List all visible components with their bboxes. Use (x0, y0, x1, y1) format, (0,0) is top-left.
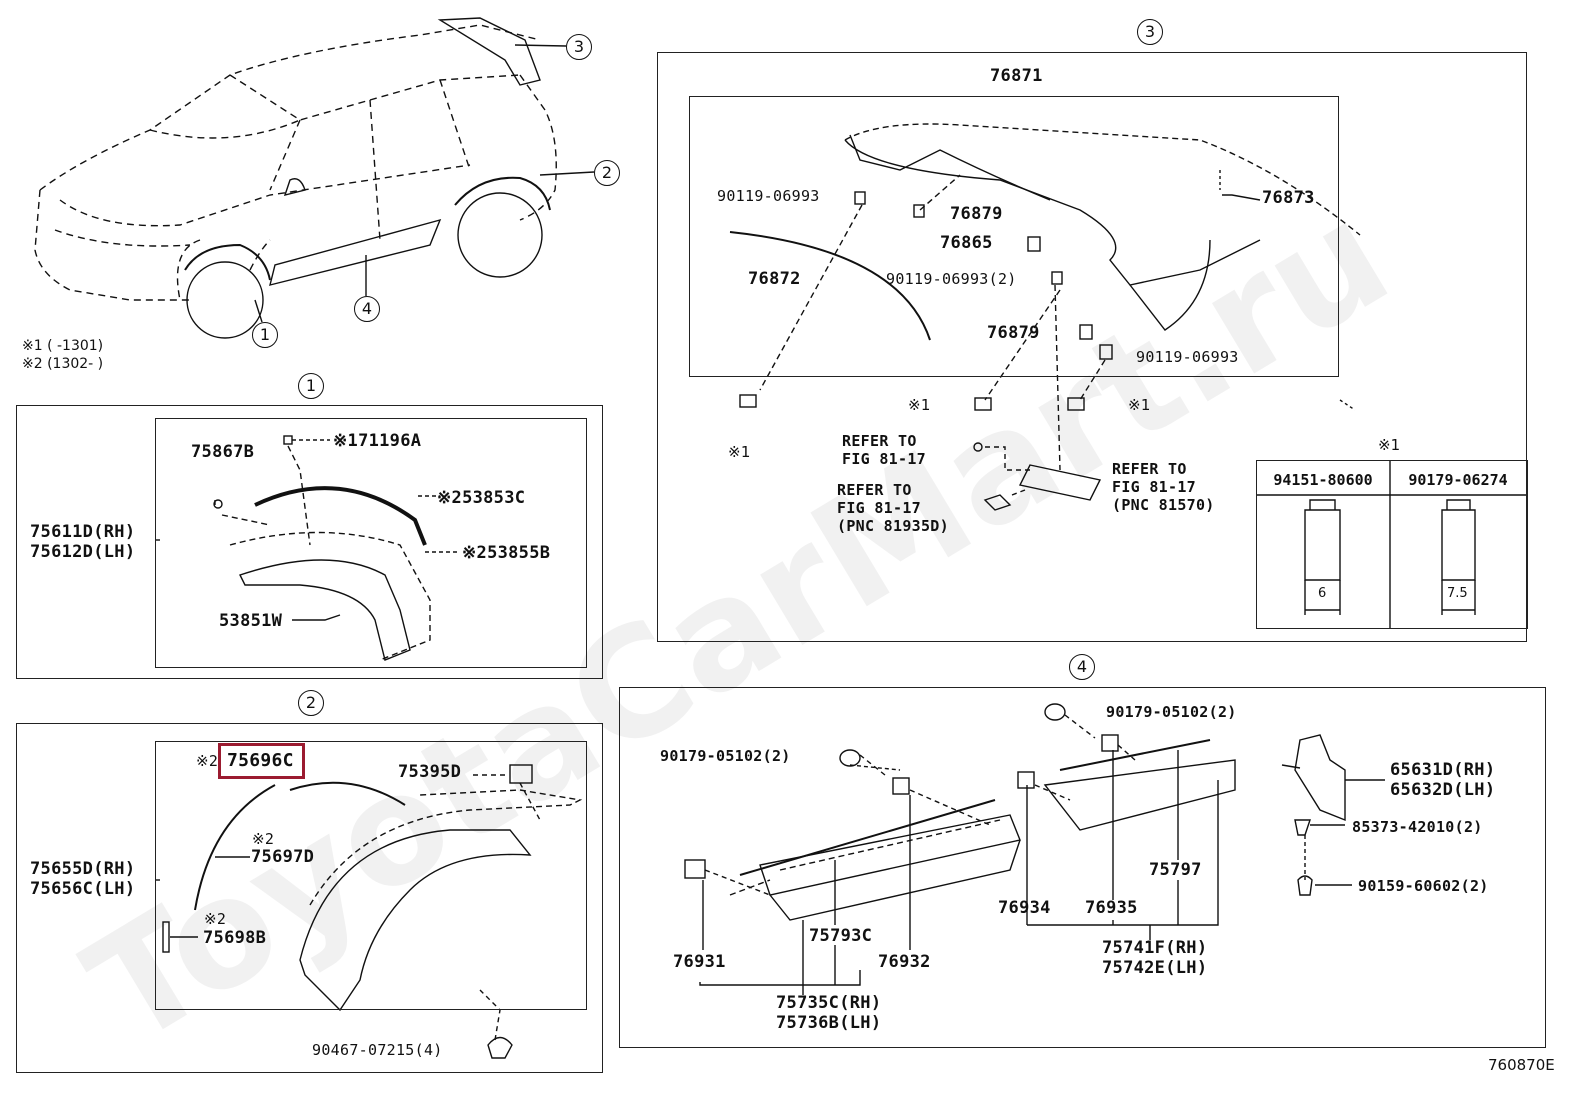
car-leaders (254, 44, 595, 323)
part-76873[interactable]: 76873 (1262, 188, 1315, 208)
refer-2-line2[interactable]: FIG 81-17 (837, 499, 921, 517)
part-53851W[interactable]: 53851W (219, 611, 283, 631)
legend-note-2: ※2 (1302- ) (22, 356, 104, 372)
part-76931[interactable]: 76931 (673, 952, 726, 972)
legend-note-1: ※1 ( -1301) (22, 338, 104, 354)
part-76935[interactable]: 76935 (1085, 898, 1138, 918)
table-title: ※1 (1378, 436, 1401, 454)
part-76879-a[interactable]: 76879 (950, 204, 1003, 224)
part-75611D[interactable]: 75611D(RH) (30, 522, 136, 542)
part-75612D[interactable]: 75612D(LH) (30, 542, 136, 562)
part-75655D[interactable]: 75655D(RH) (30, 859, 136, 879)
callout-3-car[interactable]: 3 (566, 34, 592, 60)
part-76872[interactable]: 76872 (748, 269, 801, 289)
part-75742E[interactable]: 75742E(LH) (1102, 958, 1208, 978)
part-75735C[interactable]: 75735C(RH) (776, 993, 882, 1013)
part-75696C[interactable]: 75696C (227, 750, 294, 771)
section3-table-box (1256, 460, 1528, 629)
part-90119-06993-c[interactable]: 90119-06993 (1136, 348, 1239, 366)
table-col1-code[interactable]: 94151-80600 (1273, 471, 1373, 489)
callout-1-car[interactable]: 1 (252, 322, 278, 348)
part-75698B-mark: ※2 (204, 910, 227, 928)
part-75867B[interactable]: 75867B (191, 442, 255, 462)
section2-inner-box (155, 741, 587, 1010)
table-dim-2: 7.5 (1447, 586, 1468, 601)
refer-2-line1[interactable]: REFER TO (837, 481, 912, 499)
mark-1-c: ※1 (728, 443, 751, 461)
part-76934[interactable]: 76934 (998, 898, 1051, 918)
section1-outer-box (16, 405, 603, 679)
section1-title: 1 (298, 373, 324, 399)
mark-1-b: ※1 (1128, 396, 1151, 414)
part-75656C[interactable]: 75656C(LH) (30, 879, 136, 899)
part-85373-42010[interactable]: 85373-42010(2) (1352, 818, 1483, 836)
part-71196A[interactable]: ※171196A (333, 431, 422, 451)
part-65632D[interactable]: 65632D(LH) (1390, 780, 1496, 800)
part-76865[interactable]: 76865 (940, 233, 993, 253)
callout-2-car[interactable]: 2 (594, 160, 620, 186)
part-90179-05102-a[interactable]: 90179-05102(2) (1106, 703, 1237, 721)
section4-title: 4 (1069, 654, 1095, 680)
section4-outer-box (619, 687, 1546, 1048)
section3-outer-box (657, 52, 1527, 642)
callout-4-car[interactable]: 4 (354, 296, 380, 322)
part-90467-07215[interactable]: 90467-07215(4) (312, 1041, 443, 1059)
section2-outer-box (16, 723, 603, 1073)
section2-art (155, 764, 583, 1059)
table-dim-1: 6 (1318, 586, 1327, 601)
refer-3-line1[interactable]: REFER TO (1112, 460, 1187, 478)
part-75696C-mark: ※2 (196, 752, 219, 770)
part-53853C[interactable]: ※253853C (437, 488, 526, 508)
car-solid-parts (184, 17, 551, 339)
refer-1-line2[interactable]: FIG 81-17 (842, 450, 926, 468)
car-outline (34, 24, 557, 301)
mark-1-a: ※1 (908, 396, 931, 414)
part-75698B[interactable]: 75698B (203, 928, 267, 948)
part-76871[interactable]: 76871 (990, 66, 1043, 86)
section4-art (684, 703, 1385, 995)
part-90119-06993-b[interactable]: 90119-06993(2) (886, 270, 1017, 288)
part-53855B[interactable]: ※253855B (462, 543, 551, 563)
table-col2-code[interactable]: 90179-06274 (1408, 471, 1508, 489)
refer-2-line3[interactable]: (PNC 81935D) (837, 517, 949, 535)
part-75736B[interactable]: 75736B(LH) (776, 1013, 882, 1033)
part-90159-60602[interactable]: 90159-60602(2) (1358, 877, 1489, 895)
part-75697D[interactable]: 75697D (251, 847, 315, 867)
refer-3-line3[interactable]: (PNC 81570) (1112, 496, 1215, 514)
refer-1-line1[interactable]: REFER TO (842, 432, 917, 450)
section3-title: 3 (1137, 19, 1163, 45)
part-76879-b[interactable]: 76879 (987, 323, 1040, 343)
part-76932[interactable]: 76932 (878, 952, 931, 972)
section3-art (729, 123, 1526, 628)
part-75797[interactable]: 75797 (1149, 860, 1202, 880)
section1-art (155, 435, 460, 661)
part-75395D[interactable]: 75395D (398, 762, 462, 782)
part-90179-05102-b[interactable]: 90179-05102(2) (660, 747, 791, 765)
part-75793C[interactable]: 75793C (809, 926, 873, 946)
highlighted-part-75696C[interactable] (218, 743, 305, 779)
section1-inner-box (155, 418, 587, 668)
refer-3-line2[interactable]: FIG 81-17 (1112, 478, 1196, 496)
section3-inner-box (689, 96, 1339, 377)
part-75697D-mark: ※2 (252, 830, 275, 848)
part-65631D[interactable]: 65631D(RH) (1390, 760, 1496, 780)
part-90119-06993-a[interactable]: 90119-06993 (717, 187, 820, 205)
diagram-code: 760870E (1488, 1056, 1555, 1074)
part-75741F[interactable]: 75741F(RH) (1102, 938, 1208, 958)
section2-title: 2 (298, 690, 324, 716)
